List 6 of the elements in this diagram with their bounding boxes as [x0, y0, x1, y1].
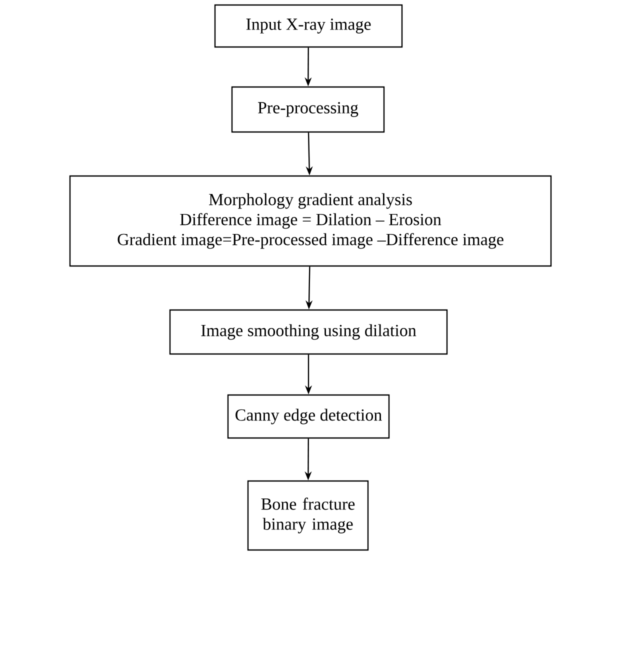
process-box: Canny edge detection [227, 394, 390, 439]
process-box: Morphology gradient analysis Difference image = Dilation – Erosion Gradient image=Pre-processed image –Difference image [69, 175, 552, 267]
process-box: Input X-ray image [214, 4, 403, 48]
process-box: Image smoothing using dilation [169, 309, 448, 355]
process-box: Bone fracture binary image [247, 480, 369, 551]
process-box: Pre-processing [231, 86, 385, 133]
